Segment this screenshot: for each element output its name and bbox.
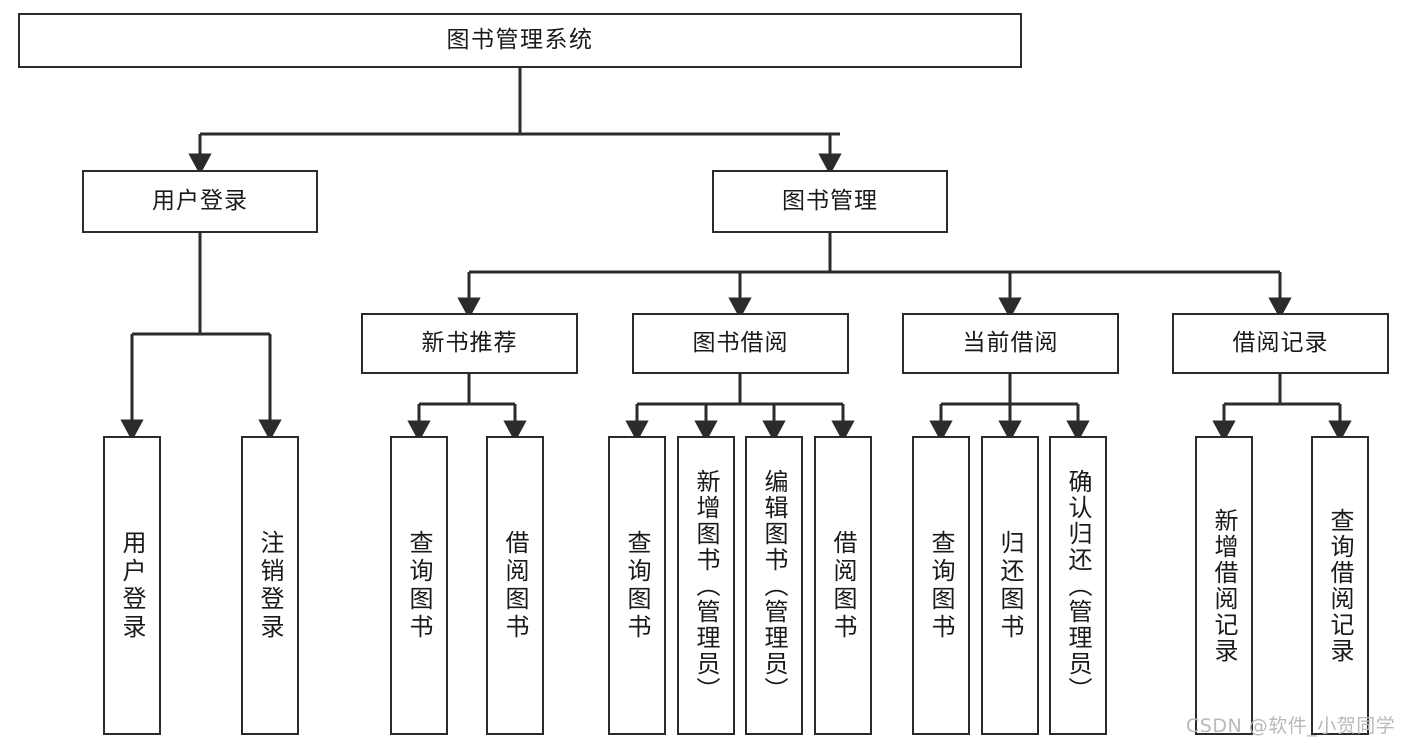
- node-current-borrow-label: 当前借阅: [962, 329, 1059, 356]
- leaf-edit-book-label: 编辑图书（管理员）: [760, 468, 788, 703]
- node-user-login-label: 用户登录: [152, 187, 248, 214]
- leaf-user-login[interactable]: 用户登录: [103, 436, 161, 735]
- leaf-confirm-return[interactable]: 确认归还（管理员）: [1049, 436, 1107, 735]
- leaf-query-borrow-record[interactable]: 查询借阅记录: [1311, 436, 1369, 735]
- leaf-query-book-recommend[interactable]: 查询图书: [390, 436, 448, 735]
- leaf-logout[interactable]: 注销登录: [241, 436, 299, 735]
- leaf-query-book-borrow-label: 查询图书: [623, 529, 651, 642]
- leaf-return-book-label: 归还图书: [996, 529, 1024, 642]
- leaf-borrow-book-label: 借阅图书: [829, 529, 857, 642]
- watermark: CSDN @软件_小贺同学: [1186, 715, 1396, 737]
- node-borrow-record[interactable]: 借阅记录: [1172, 313, 1389, 374]
- leaf-borrow-book-recommend[interactable]: 借阅图书: [486, 436, 544, 735]
- node-borrow-record-label: 借阅记录: [1232, 329, 1329, 356]
- node-book-manage-label: 图书管理: [782, 187, 878, 214]
- node-book-borrow[interactable]: 图书借阅: [632, 313, 849, 374]
- leaf-add-book[interactable]: 新增图书（管理员）: [677, 436, 735, 735]
- leaf-user-login-label: 用户登录: [118, 529, 146, 642]
- node-current-borrow[interactable]: 当前借阅: [902, 313, 1119, 374]
- node-new-book-recommend[interactable]: 新书推荐: [361, 313, 578, 374]
- node-book-manage[interactable]: 图书管理: [712, 170, 948, 233]
- node-root[interactable]: 图书管理系统: [18, 13, 1022, 68]
- leaf-add-borrow-record[interactable]: 新增借阅记录: [1195, 436, 1253, 735]
- leaf-query-book-recommend-label: 查询图书: [405, 529, 433, 642]
- leaf-borrow-book[interactable]: 借阅图书: [814, 436, 872, 735]
- leaf-edit-book[interactable]: 编辑图书（管理员）: [745, 436, 803, 735]
- leaf-logout-label: 注销登录: [256, 529, 284, 642]
- leaf-query-borrow-record-label: 查询借阅记录: [1326, 507, 1354, 664]
- node-new-book-recommend-label: 新书推荐: [421, 329, 518, 356]
- leaf-return-book[interactable]: 归还图书: [981, 436, 1039, 735]
- leaf-add-book-label: 新增图书（管理员）: [692, 468, 720, 703]
- leaf-query-book-current[interactable]: 查询图书: [912, 436, 970, 735]
- node-book-borrow-label: 图书借阅: [692, 329, 789, 356]
- node-user-login[interactable]: 用户登录: [82, 170, 318, 233]
- leaf-confirm-return-label: 确认归还（管理员）: [1064, 468, 1092, 703]
- leaf-borrow-book-recommend-label: 借阅图书: [501, 529, 529, 642]
- leaf-add-borrow-record-label: 新增借阅记录: [1210, 507, 1238, 664]
- leaf-query-book-borrow[interactable]: 查询图书: [608, 436, 666, 735]
- node-root-label: 图书管理系统: [446, 26, 594, 53]
- leaf-query-book-current-label: 查询图书: [927, 529, 955, 642]
